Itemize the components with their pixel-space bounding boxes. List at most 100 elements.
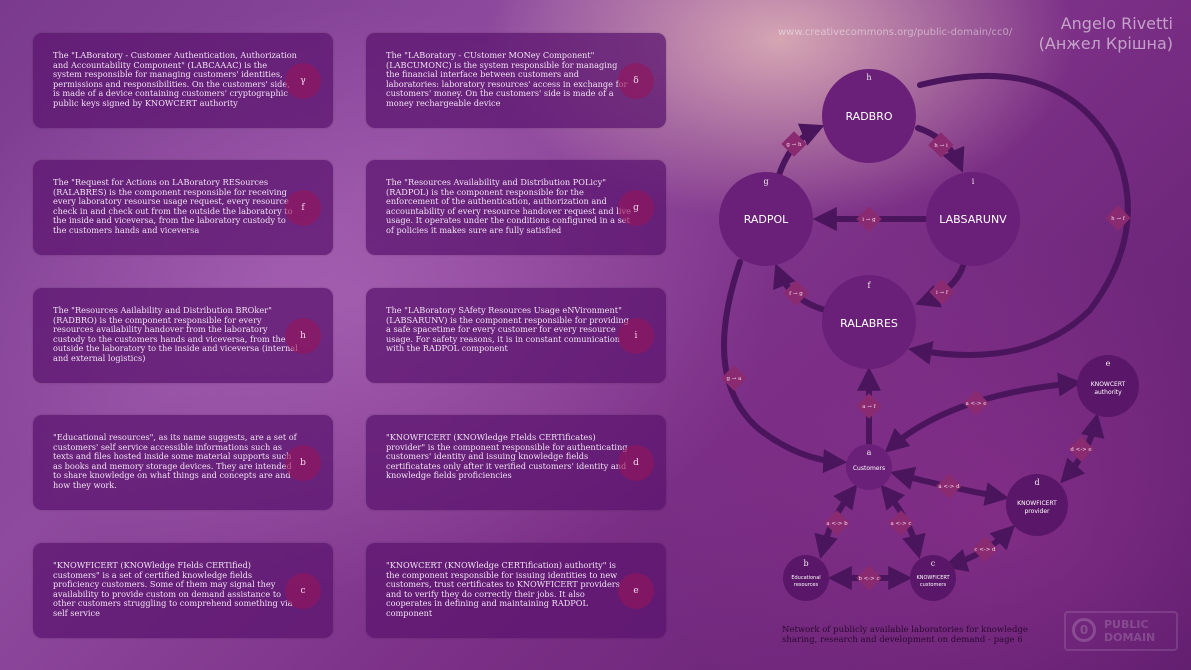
node-customers: a Customers xyxy=(846,444,892,490)
node-letter: a xyxy=(867,448,872,457)
pd-label-line2: DOMAIN xyxy=(1104,631,1156,644)
node-name: authority xyxy=(1094,389,1122,396)
node-knowficert-provider: d KNOWFICERT provider xyxy=(1006,474,1068,536)
diamond-a-f: a → f xyxy=(856,393,882,419)
edge-label: i → f xyxy=(936,290,949,296)
page-caption: Network of publicly available laboratori… xyxy=(782,625,1028,645)
card-tag: c xyxy=(285,573,321,609)
edge-label: h → f xyxy=(1111,216,1126,222)
node-letter: c xyxy=(931,559,936,568)
diamond-g-a: g → a xyxy=(721,365,747,391)
node-name: RADPOL xyxy=(744,213,789,226)
card-text: The "LABoratory - CUstomer MONey Compone… xyxy=(386,50,628,108)
card-text: The "Resources Availability and Distribu… xyxy=(386,177,631,235)
card-knowficert-provider: "KNOWFICERT (KNOWledge FIelds CERTificat… xyxy=(366,415,666,510)
card-labsarunv: The "LABoratory SAfety Resources Usage e… xyxy=(366,288,666,383)
diamond-c-d: c <-> d xyxy=(972,536,998,562)
node-educational-resources: b Educational resources xyxy=(783,555,829,601)
card-ralabres: The "Request for Actions on LABoratory R… xyxy=(33,160,333,255)
diamond-g-h: g → h xyxy=(781,131,807,157)
diamond-f-g: f → g xyxy=(783,280,809,306)
node-radpol: g RADPOL xyxy=(719,172,813,266)
card-text: The "Resources Aailability and Distribut… xyxy=(53,305,298,363)
card-text: "KNOWFICERT (KNOWledge FIelds CERTified)… xyxy=(53,560,293,618)
node-labsarunv: i LABSARUNV xyxy=(926,172,1020,266)
node-letter: b xyxy=(803,559,808,568)
license-link[interactable]: www.creativecommons.org/public-domain/cc… xyxy=(778,27,1013,38)
diamond-a-e: a <-> e xyxy=(963,390,989,416)
card-text: The "Request for Actions on LABoratory R… xyxy=(53,177,293,235)
edge-label: a <-> b xyxy=(826,521,848,527)
node-letter: e xyxy=(1106,359,1111,368)
card-text: The "LABoratory - Customer Authenticatio… xyxy=(53,50,297,108)
node-name: resources xyxy=(794,582,819,588)
node-letter: i xyxy=(972,177,975,186)
pd-label-line1: PUBLIC xyxy=(1104,618,1149,631)
node-letter: h xyxy=(866,73,871,82)
edge-g-a xyxy=(721,259,848,474)
public-domain-icon: 0 xyxy=(1072,618,1096,642)
card-tag: d xyxy=(618,445,654,481)
node-letter: d xyxy=(1034,478,1039,487)
diamond-h-i: h → i xyxy=(928,132,954,158)
edge-label: h → i xyxy=(934,143,948,149)
card-tag: g xyxy=(618,190,654,226)
card-tag: i xyxy=(618,318,654,354)
node-name: KNOWFICERT xyxy=(1017,500,1057,507)
card-tag: b xyxy=(285,445,321,481)
edge-label: g → a xyxy=(727,376,743,382)
edge-label: g → h xyxy=(786,142,802,148)
node-name: RALABRES xyxy=(840,317,898,330)
node-knowcert-authority: e KNOWCERT authority xyxy=(1077,355,1139,417)
edge-label: a <-> e xyxy=(965,401,986,407)
edge-label: a → f xyxy=(862,404,876,410)
author-name-line2: (Анжел Крішна) xyxy=(1038,34,1173,53)
node-knowficert-customers: c KNOWFICERT customers xyxy=(910,555,956,601)
node-letter: g xyxy=(763,177,768,186)
card-radbro: The "Resources Aailability and Distribut… xyxy=(33,288,333,383)
node-name: customers xyxy=(920,582,947,588)
card-labcaaac: The "LABoratory - Customer Authenticatio… xyxy=(33,33,333,128)
edge-label: i → g xyxy=(862,217,876,223)
card-text: "Educational resources", as its name sug… xyxy=(53,432,297,490)
node-ralabres: f RALABRES xyxy=(822,275,916,369)
card-text: "KNOWFICERT (KNOWledge FIelds CERTificat… xyxy=(386,432,628,481)
card-educational-resources: "Educational resources", as its name sug… xyxy=(33,415,333,510)
card-text: "KNOWCERT (KNOWledge CERTification) auth… xyxy=(386,560,620,618)
node-radbro: h RADBRO xyxy=(822,69,916,163)
diamond-b-c: b <-> c xyxy=(856,565,882,591)
node-name: KNOWCERT xyxy=(1091,381,1126,388)
node-name: Customers xyxy=(853,465,885,472)
node-name: Educational xyxy=(791,575,820,581)
node-name: provider xyxy=(1025,508,1051,515)
card-knowficert-customers: "KNOWFICERT (KNOWledge FIelds CERTified)… xyxy=(33,543,333,638)
card-tag: f xyxy=(285,190,321,226)
node-name: RADBRO xyxy=(845,110,892,123)
node-name: LABSARUNV xyxy=(939,213,1007,226)
node-letter: f xyxy=(868,281,872,290)
diamond-i-f: i → f xyxy=(929,279,955,305)
diamond-a-b: a <-> b xyxy=(824,510,850,536)
diamond-a-d: a <-> d xyxy=(936,473,962,499)
edge-label: d <-> e xyxy=(1070,447,1091,453)
diamond-i-g: i → g xyxy=(856,206,882,232)
card-tag: δ xyxy=(618,63,654,99)
edge-label: c <-> d xyxy=(974,547,996,553)
edge-a-e xyxy=(884,372,1083,453)
author-name: Angelo Rivetti (Анжел Крішна) xyxy=(1039,14,1173,54)
edge-label: b <-> c xyxy=(858,576,879,582)
card-tag: γ xyxy=(285,63,321,99)
author-name-line1: Angelo Rivetti xyxy=(1060,14,1173,33)
card-radpol: The "Resources Availability and Distribu… xyxy=(366,160,666,255)
card-tag: e xyxy=(618,573,654,609)
edge-label: a <-> d xyxy=(938,484,960,490)
node-name: KNOWFICERT xyxy=(916,575,950,581)
diamond-a-c: a <-> c xyxy=(888,510,914,536)
card-labcumonc: The "LABoratory - CUstomer MONey Compone… xyxy=(366,33,666,128)
card-text: The "LABoratory SAfety Resources Usage e… xyxy=(386,305,629,354)
edge-label: a <-> c xyxy=(891,521,912,527)
card-tag: h xyxy=(285,318,321,354)
edge-label: f → g xyxy=(789,291,803,297)
public-domain-logo: 0 PUBLIC DOMAIN xyxy=(1064,611,1178,651)
